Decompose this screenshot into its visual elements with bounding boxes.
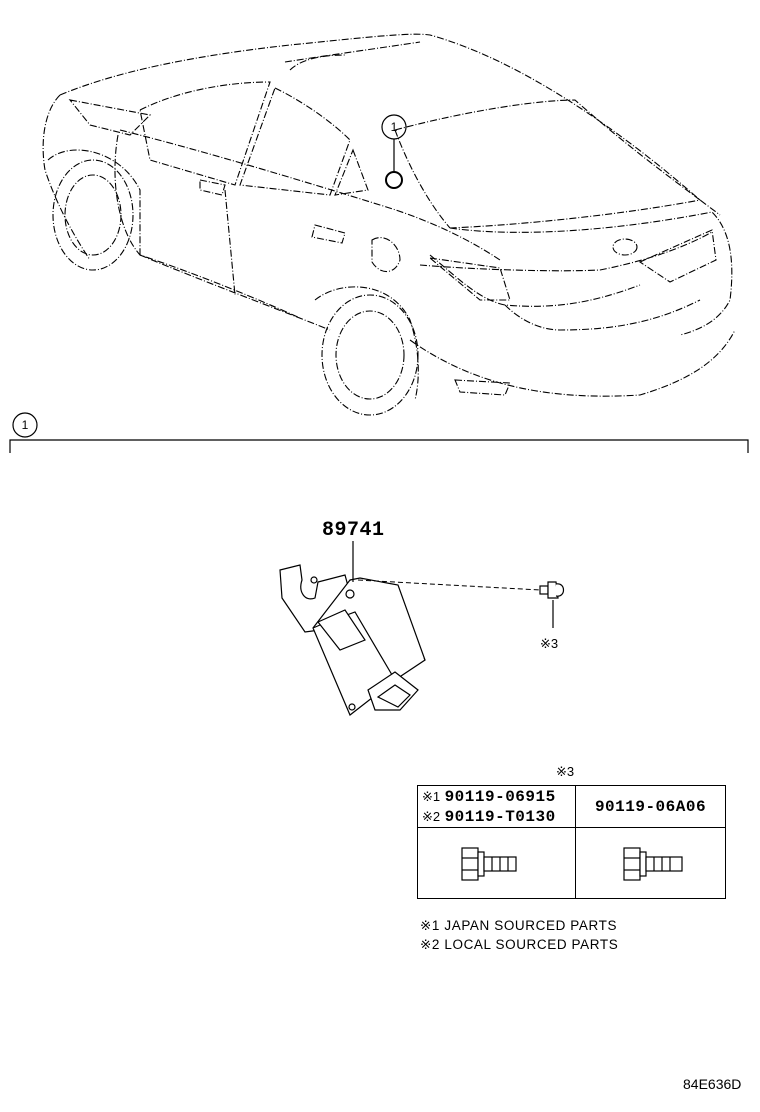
callout-number-car: 1	[390, 120, 398, 134]
car-illustration	[42, 33, 736, 416]
part-number-90119-T0130: 90119-T0130	[444, 807, 556, 826]
bolt-table: ※1 90119-06915 ※2 90119-T0130 90119-06A0…	[417, 785, 726, 899]
part-number-90119-06A06: 90119-06A06	[594, 797, 707, 816]
screw-reference: ※3	[540, 636, 559, 651]
callout-number-section: 1	[21, 418, 29, 432]
bolt-table-left-image-cell	[417, 827, 576, 899]
section-bracket	[9, 439, 749, 453]
car-location-marker	[385, 171, 403, 189]
callout-circle-car	[381, 114, 407, 140]
note-japan-sourced: ※1 JAPAN SOURCED PARTS	[420, 918, 618, 933]
mark-1: ※1	[422, 788, 441, 804]
mark-2: ※2	[422, 808, 441, 824]
part-number-89741: 89741	[322, 519, 385, 542]
callout-circle-section	[12, 412, 38, 438]
bolt-table-title: ※3	[556, 764, 575, 779]
module-illustration	[279, 564, 426, 716]
bolt-table-left-header: ※1 90119-06915 ※2 90119-T0130	[417, 785, 576, 828]
part-number-90119-06915: 90119-06915	[444, 787, 556, 806]
bolt-table-right-header: 90119-06A06	[575, 785, 726, 828]
diagram-code: 84E636D	[683, 1076, 742, 1092]
note-local-sourced: ※2 LOCAL SOURCED PARTS	[420, 937, 619, 952]
bolt-table-right-image-cell	[575, 827, 726, 899]
screw-illustration	[539, 581, 565, 599]
